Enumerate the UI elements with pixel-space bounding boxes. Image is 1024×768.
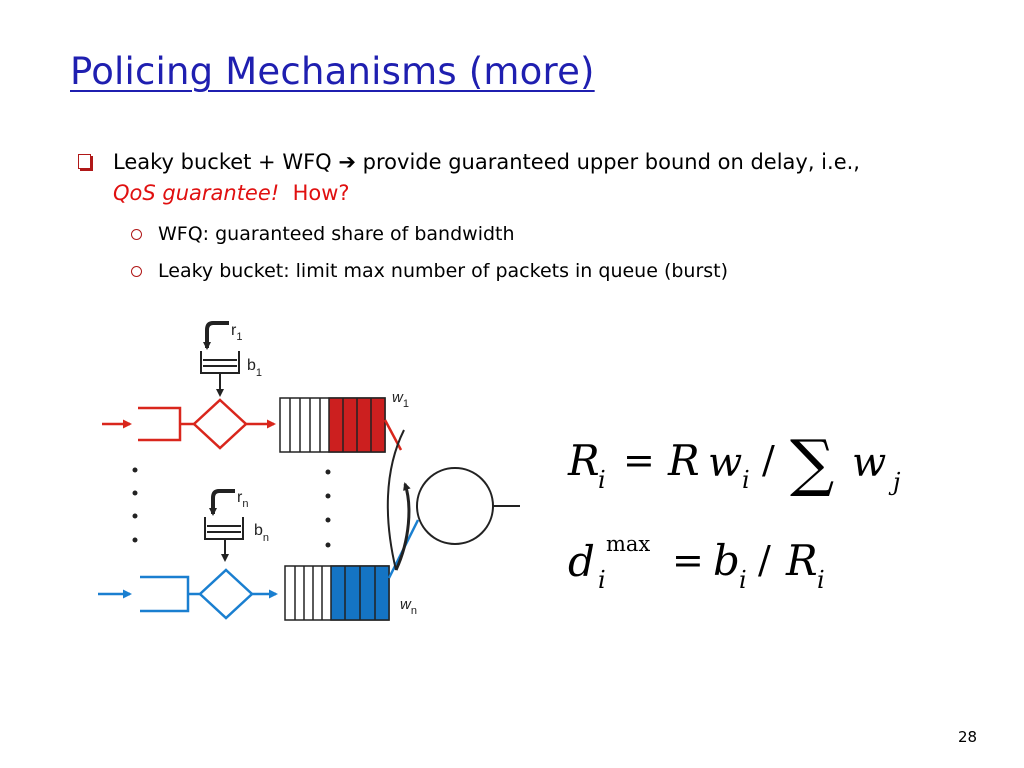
arrow-icon: ➔ [338,150,356,174]
bullet-main-part1: Leaky bucket + WFQ [113,150,339,174]
flow-1: w1 [102,389,409,453]
ellipsis-dots [132,467,331,548]
slide-title: Policing Mechanisms (more) [70,50,595,93]
r1-label: r1 [231,322,242,343]
bullet-main-part2: provide guaranteed upper bound on delay,… [356,150,860,174]
wn-label: wn [400,596,417,617]
square-bullet-icon [78,154,91,169]
sum-symbol: ∑ [790,426,835,499]
token-bucket-n: rn bn [204,489,269,562]
qos-guarantee-text: QoS guarantee! [113,181,280,205]
w1-label: w1 [392,389,409,410]
how-text: How? [292,181,350,205]
sub-bullet-text: Leaky bucket: limit max number of packet… [158,260,729,282]
flow-n: wn [98,519,420,621]
slide-number: 28 [958,728,978,746]
bn-label: bn [254,522,269,544]
b1-label: b1 [247,357,262,379]
circle-bullet-icon [131,266,142,277]
bullet-main-text: Leaky bucket + WFQ ➔ provide guaranteed … [113,147,873,209]
scheduler [386,429,520,571]
token-bucket-1: r1 b1 [200,321,262,397]
circle-bullet-icon [131,229,142,240]
sub-bullet-text: WFQ: guaranteed share of bandwidth [158,223,515,245]
rn-label: rn [237,489,248,510]
